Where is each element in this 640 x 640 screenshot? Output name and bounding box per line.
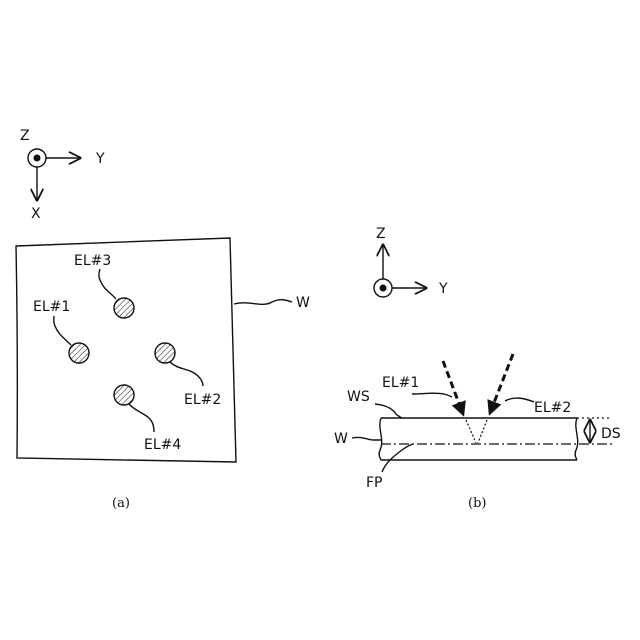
ws-leader (375, 404, 402, 418)
beam-el1 (443, 361, 463, 414)
wafer-right-break (575, 418, 578, 460)
y-axis-label-b: Y (438, 281, 448, 297)
spot-el1 (69, 343, 89, 363)
el2-label: EL#2 (184, 392, 221, 408)
beam-el1-inside (466, 420, 476, 443)
el2-leader (170, 362, 203, 386)
beam-el2-inside (478, 420, 487, 443)
axis-triad-a: Z Y X (20, 128, 105, 222)
caption-a: (a) (112, 496, 130, 511)
x-axis-dot (380, 285, 387, 292)
beam-el2 (490, 354, 513, 413)
panel-b: Z Y DS EL#1 EL#2 WS W FP (b) (334, 226, 621, 511)
el3-leader (99, 269, 116, 299)
panel-a: Z Y X W EL#3 EL#1 EL#2 EL#4 (a) (16, 128, 310, 511)
wafer-label: W (296, 295, 310, 311)
z-axis-dot (34, 155, 41, 162)
fp-label: FP (366, 475, 383, 491)
z-axis-label-b: Z (376, 226, 386, 242)
el1-beam-label: EL#1 (382, 375, 419, 391)
z-axis-label: Z (20, 128, 30, 144)
el4-leader (129, 404, 154, 432)
el2-beam-leader (505, 398, 534, 402)
el1-leader (54, 316, 71, 345)
w-label-b: W (334, 431, 348, 447)
wafer-left-break (379, 418, 382, 460)
el4-label: EL#4 (144, 437, 181, 453)
axis-triad-b: Z Y (374, 226, 448, 297)
w-leader (352, 437, 381, 440)
caption-b: (b) (468, 496, 486, 511)
spot-el3 (114, 298, 134, 318)
ds-label: DS (601, 426, 621, 442)
x-axis-label: X (31, 206, 41, 222)
fp-leader (382, 444, 413, 472)
el3-label: EL#3 (74, 253, 111, 269)
spot-el2 (155, 343, 175, 363)
y-axis-label: Y (95, 151, 105, 167)
wafer-square (16, 238, 236, 462)
el1-label: EL#1 (33, 299, 70, 315)
el2-beam-label: EL#2 (534, 400, 571, 416)
spot-el4 (114, 385, 134, 405)
wafer-leader-line (234, 300, 292, 305)
ws-label: WS (347, 389, 370, 405)
el1-beam-leader (412, 393, 452, 397)
wafer-cross-section (379, 418, 612, 460)
